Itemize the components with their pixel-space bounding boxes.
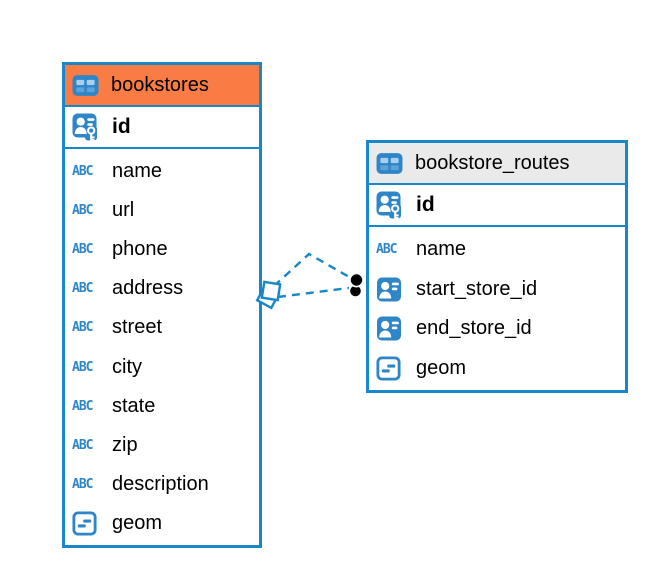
table-title: bookstore_routes — [415, 151, 570, 174]
column-name: end_store_id — [416, 317, 532, 340]
geometry-type-icon — [376, 356, 407, 381]
entity-table-bookstore-routes[interactable]: bookstore_routes id ABC name — [366, 140, 628, 393]
text-type-icon: ABC — [72, 242, 94, 258]
column-row[interactable]: geom — [65, 504, 259, 543]
entity-table-bookstores[interactable]: bookstores id ABC name ABC ur — [62, 62, 262, 548]
column-name: start_store_id — [416, 277, 538, 300]
column-name: state — [112, 394, 156, 417]
table-header[interactable]: bookstore_routes — [369, 143, 625, 185]
table-icon — [376, 152, 407, 175]
column-name: geom — [416, 356, 467, 379]
column-name: zip — [112, 433, 138, 456]
column-name: name — [112, 160, 163, 183]
column-row[interactable]: start_store_id — [369, 270, 625, 310]
table-title: bookstores — [111, 73, 209, 96]
column-row[interactable]: ABC address — [65, 269, 259, 308]
text-type-icon: ABC — [72, 398, 94, 414]
column-name: address — [112, 277, 184, 300]
column-name: phone — [112, 238, 168, 261]
column-row[interactable]: ABC city — [65, 347, 259, 386]
text-type-icon: ABC — [72, 203, 94, 219]
text-type-icon: ABC — [72, 281, 94, 297]
column-row[interactable]: ABC street — [65, 308, 259, 347]
text-type-icon: ABC — [72, 164, 94, 180]
column-name: geom — [112, 511, 163, 534]
primary-key-icon — [72, 113, 103, 142]
column-name: id — [416, 193, 435, 216]
column-name: name — [416, 238, 467, 261]
column-name: url — [112, 199, 135, 222]
column-name: city — [112, 355, 142, 378]
column-row[interactable]: end_store_id — [369, 309, 625, 349]
column-row[interactable]: ABC zip — [65, 426, 259, 465]
column-list: ABC name start_store_id — [369, 227, 625, 390]
geometry-type-icon — [72, 511, 103, 536]
text-type-icon: ABC — [376, 242, 398, 258]
relation-target-endpoint-dots — [348, 272, 364, 299]
text-type-icon: ABC — [72, 359, 94, 375]
column-row-pk[interactable]: id — [369, 185, 625, 227]
relation-line-lower — [277, 286, 350, 299]
column-row[interactable]: ABC name — [65, 152, 259, 191]
column-name: id — [112, 115, 131, 138]
relation-line-upper — [273, 252, 352, 287]
column-row[interactable]: ABC description — [65, 465, 259, 504]
column-name: description — [112, 472, 209, 495]
column-list: ABC name ABC url ABC phone ABC address A… — [65, 149, 259, 545]
primary-key-icon — [376, 191, 407, 220]
column-row-pk[interactable]: id — [65, 107, 259, 149]
text-type-icon: ABC — [72, 437, 94, 453]
table-icon — [72, 74, 103, 97]
reference-type-icon — [376, 316, 407, 341]
column-row[interactable]: ABC url — [65, 191, 259, 230]
column-name: street — [112, 316, 163, 339]
text-type-icon: ABC — [72, 476, 94, 492]
column-row[interactable]: ABC phone — [65, 230, 259, 269]
reference-type-icon — [376, 277, 407, 302]
column-row[interactable]: ABC name — [369, 230, 625, 270]
table-header[interactable]: bookstores — [65, 65, 259, 107]
column-row[interactable]: geom — [369, 349, 625, 389]
column-row[interactable]: ABC state — [65, 387, 259, 426]
text-type-icon: ABC — [72, 320, 94, 336]
